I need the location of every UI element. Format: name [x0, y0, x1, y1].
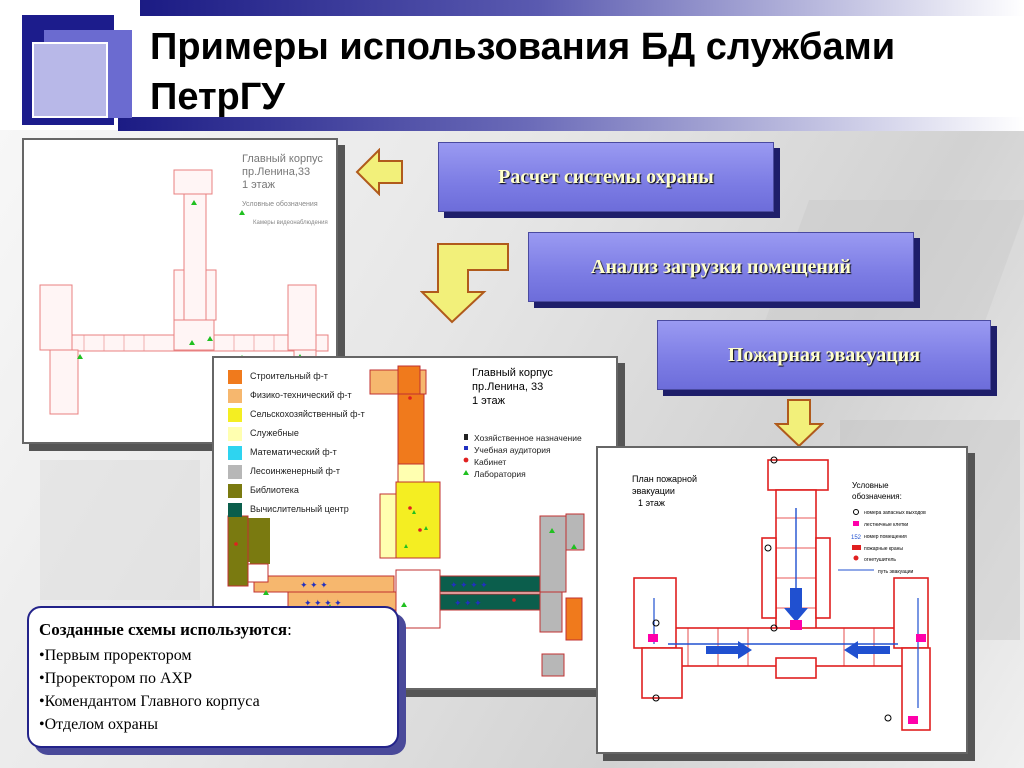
- legend-faculty: Сельскохозяйственный ф-т: [228, 408, 408, 422]
- plan3-title-2: эвакуации: [632, 486, 675, 496]
- plan2-title-1: Главный корпус: [472, 367, 553, 379]
- marker-classroom: Учебная аудитория: [474, 445, 551, 455]
- label-security-system[interactable]: Расчет системы охраны: [438, 142, 774, 212]
- evac-legend-extinguisher: огнетушитель: [864, 557, 896, 563]
- plan1-legend-item: Камеры видеонаблюдения: [253, 220, 328, 226]
- plan1-title-2: пр.Ленина,33: [242, 166, 310, 178]
- evac-legend-exits: номера запасных выходов: [864, 510, 926, 516]
- legend-label: Математический ф-т: [250, 447, 337, 457]
- legend-swatch-math: [228, 446, 242, 460]
- evac-legend-stairs: лестничные клетки: [864, 522, 908, 528]
- plan2-title-3: 1 этаж: [472, 395, 506, 407]
- usage-info-box: Созданные схемы используются: •Первым пр…: [27, 606, 399, 748]
- slide-title: Примеры использования БД службами ПетрГУ: [150, 26, 896, 118]
- evac-legend-room-no: номер помещения: [864, 534, 907, 540]
- legend-faculty: Вычислительный центр: [228, 503, 408, 517]
- legend-swatch-physics: [228, 389, 242, 403]
- label-fire-evacuation[interactable]: Пожарная эвакуация: [657, 320, 991, 390]
- usage-heading-colon: :: [287, 620, 292, 639]
- legend-label: Библиотека: [250, 485, 299, 495]
- svg-text:✦ ✦ ✦ ✦: ✦ ✦ ✦ ✦: [304, 598, 342, 608]
- arrow-down-icon: [774, 399, 824, 448]
- plan1-title-3: 1 этаж: [242, 179, 276, 191]
- marker-office: Кабинет: [474, 457, 506, 467]
- legend-faculty: Математический ф-т: [228, 446, 408, 460]
- svg-text:✦ ✦ ✦: ✦ ✦ ✦: [454, 598, 482, 608]
- legend-label: Сельскохозяйственный ф-т: [250, 409, 365, 419]
- evac-legend-route: путь эвакуации: [878, 569, 914, 575]
- top-gradient-bar: [140, 0, 1024, 16]
- usage-list: •Первым проректором •Проректором по АХР …: [39, 644, 387, 736]
- floor-plan-room-load: ✦ ✦ ✦ ✦ ✦ ✦ ✦ ✦ ✦ ✦ ✦ ✦ ✦ ✦ Главный корпус…: [227, 365, 585, 677]
- plan3-legend-title-1: Условные: [852, 481, 889, 490]
- plan2-title-2: пр.Ленина, 33: [472, 381, 543, 393]
- legend-label: Лесоинженерный ф-т: [250, 466, 341, 476]
- arrow-left-icon: [355, 148, 403, 196]
- usage-item: •Первым проректором: [39, 647, 192, 664]
- legend-swatch-construction: [228, 370, 242, 384]
- header-gradient-bar: [118, 117, 1024, 131]
- background-shape: [40, 460, 200, 600]
- svg-text:✦ ✦ ✦: ✦ ✦ ✦: [300, 580, 328, 590]
- legend-swatch-forestry: [228, 465, 242, 479]
- evac-legend-hydrants: пожарные краны: [864, 546, 903, 552]
- legend-faculty: Физико-технический ф-т: [228, 389, 408, 403]
- evac-room-number: 152: [851, 535, 862, 541]
- marker-household: Хозяйственное назначение: [474, 433, 582, 443]
- legend-faculty: Служебные: [228, 427, 408, 441]
- plan-evacuation-panel[interactable]: План пожарной эвакуации 1 этаж Условные …: [596, 446, 968, 754]
- plan1-title-1: Главный корпус: [242, 153, 323, 165]
- arrow-turn-down-icon: [420, 243, 509, 324]
- legend-faculty: Строительный ф-т: [228, 370, 408, 384]
- plan3-title-1: План пожарной: [632, 474, 697, 484]
- decor-square-light: [32, 42, 108, 118]
- legend-swatch-library: [228, 484, 242, 498]
- floor-plan-evacuation: План пожарной эвакуации 1 этаж Условные …: [632, 456, 931, 731]
- plan3-title-3: 1 этаж: [638, 498, 665, 508]
- usage-heading-text: Созданные схемы используются: [39, 620, 288, 639]
- legend-faculty: Библиотека: [228, 484, 408, 498]
- label-room-load-analysis[interactable]: Анализ загрузки помещений: [528, 232, 914, 302]
- usage-item: •Проректором по АХР: [39, 670, 192, 687]
- legend-swatch-computing: [228, 503, 242, 517]
- legend-label: Физико-технический ф-т: [250, 390, 352, 400]
- marker-laboratory: Лаборатория: [474, 469, 526, 479]
- usage-heading: Созданные схемы используются:: [39, 620, 387, 640]
- plan3-legend-title-2: обозначения:: [852, 492, 902, 501]
- plan1-legend-title: Условные обозначения: [242, 200, 318, 208]
- usage-item: •Отделом охраны: [39, 716, 158, 733]
- legend-label: Строительный ф-т: [250, 371, 328, 381]
- legend-swatch-agriculture: [228, 408, 242, 422]
- legend-swatch-service: [228, 427, 242, 441]
- svg-text:✦ ✦ ✦ ✦: ✦ ✦ ✦ ✦: [450, 580, 488, 590]
- legend-faculty: Лесоинженерный ф-т: [228, 465, 408, 479]
- usage-item: •Комендантом Главного корпуса: [39, 693, 260, 710]
- legend-label: Вычислительный центр: [250, 504, 349, 514]
- legend-label: Служебные: [250, 428, 299, 438]
